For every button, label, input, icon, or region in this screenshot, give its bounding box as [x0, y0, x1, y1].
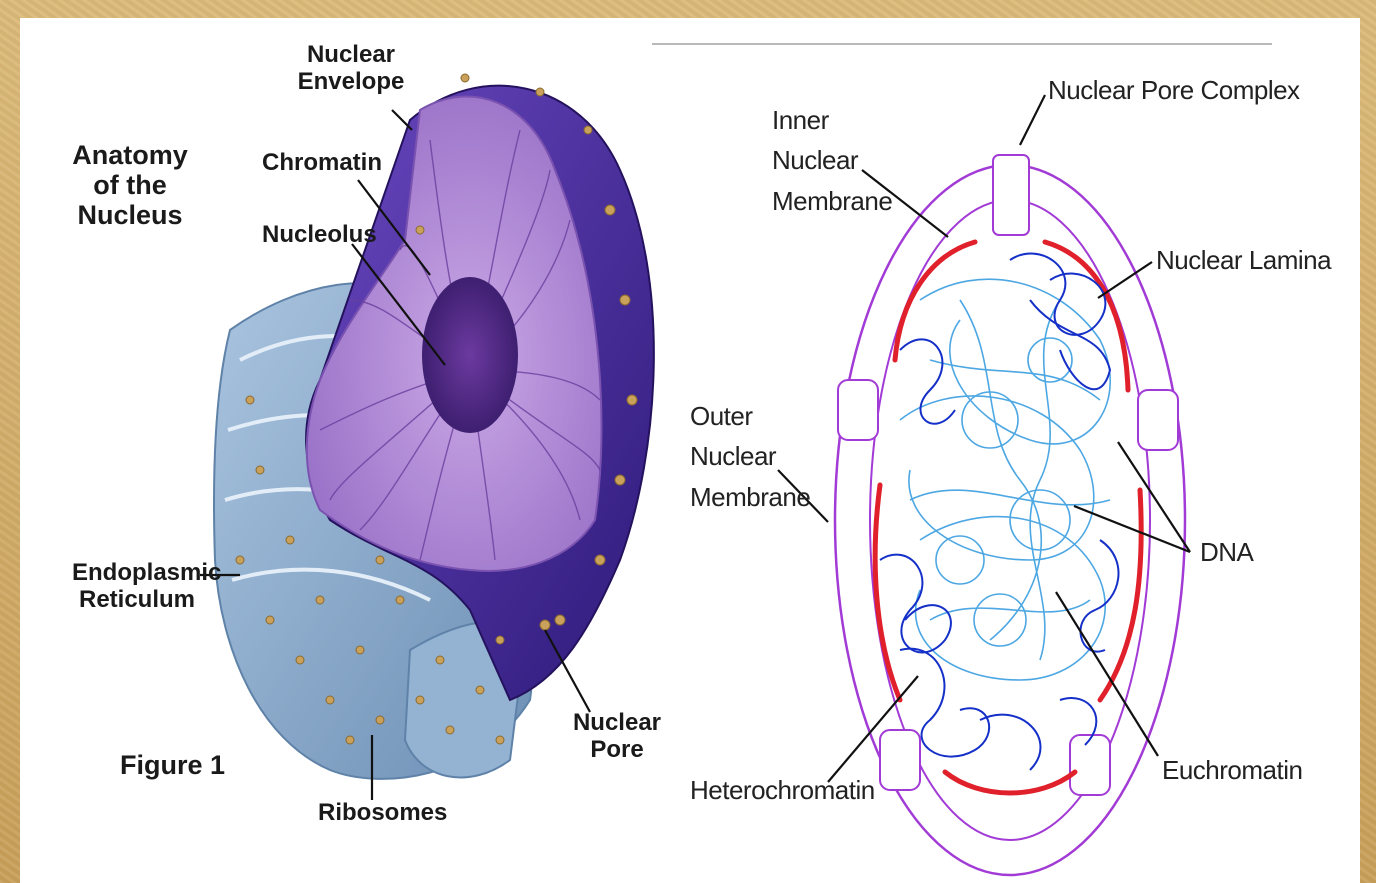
leader-nuclear-pore-complex — [1020, 95, 1045, 145]
label-dna: DNA — [1200, 538, 1253, 567]
label-chromatin: Chromatin — [262, 150, 382, 177]
diagram-title: Anatomy of the Nucleus — [70, 140, 190, 231]
label-ribosomes: Ribosomes — [318, 800, 447, 827]
label-nuclear-lamina: Nuclear Lamina — [1156, 246, 1331, 275]
figure-label: Figure 1 — [120, 750, 225, 780]
label-heterochromatin: Heterochromatin — [690, 776, 875, 805]
label-euchromatin: Euchromatin — [1162, 756, 1302, 785]
label-endoplasmic-reticulum: Endoplasmic Reticulum — [72, 560, 202, 614]
heterochromatin-strands — [880, 254, 1119, 770]
label-nuclear-envelope: Nuclear Envelope — [296, 42, 406, 96]
nucleus-3d-illustration — [200, 74, 654, 800]
leader-dna-2 — [1074, 506, 1190, 552]
euchromatin-strands — [900, 279, 1110, 680]
label-nucleolus: Nucleolus — [262, 222, 377, 249]
label-outer-nuclear-membrane: Outer Nuclear Membrane — [690, 396, 810, 517]
label-inner-nuclear-membrane: Inner Nuclear Membrane — [772, 100, 892, 221]
label-nuclear-pore: Nuclear Pore — [572, 710, 662, 764]
label-nuclear-pore-complex: Nuclear Pore Complex — [1048, 76, 1300, 105]
leader-dna-1 — [1118, 442, 1190, 552]
